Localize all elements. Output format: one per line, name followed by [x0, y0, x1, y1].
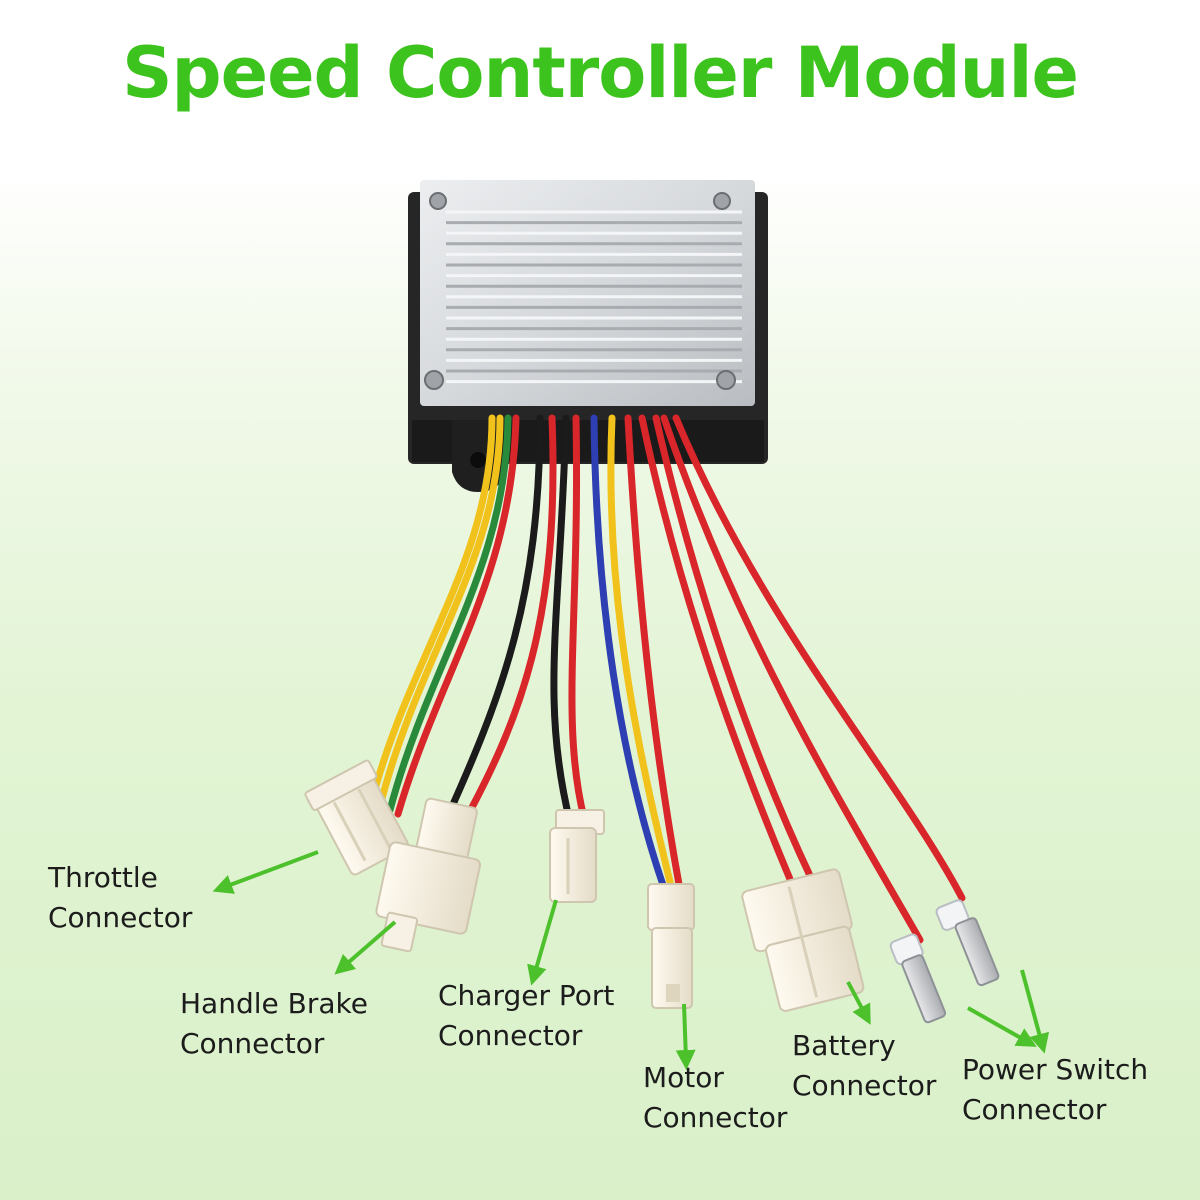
arrow-power-switch-left	[967, 1006, 1037, 1047]
wire-red	[394, 414, 520, 818]
controller-module	[408, 180, 768, 492]
wire-black	[550, 414, 574, 826]
wire-green	[386, 414, 512, 814]
wire-yellow	[368, 414, 496, 804]
wire-red	[458, 414, 557, 830]
arrow-handle-brake	[334, 920, 397, 975]
arrow-charger-port	[527, 899, 558, 986]
battery-connector-plug	[741, 868, 865, 1012]
arrow-motor	[675, 1003, 696, 1070]
page-title: Speed Controller Module	[122, 32, 1079, 114]
wire-blue	[590, 414, 668, 892]
power-switch-terminal-left	[889, 933, 947, 1024]
mounting-hole	[470, 452, 486, 468]
callout-arrows	[212, 850, 1050, 1070]
heatsink-fins	[446, 210, 742, 384]
wire-red	[672, 414, 966, 902]
wire-red	[638, 414, 796, 888]
wire-harness	[368, 414, 966, 944]
handle-brake-connector-plug	[375, 797, 481, 953]
wire-yellow	[376, 414, 504, 810]
power-switch-terminal-right	[935, 899, 1000, 987]
wire-red	[568, 414, 588, 822]
charger-port-connector-plug	[549, 809, 605, 903]
wire-red	[660, 414, 924, 944]
arrow-battery	[846, 981, 871, 1025]
screw-icon	[713, 192, 731, 210]
screw-icon	[429, 192, 447, 210]
arrow-power-switch-right	[1020, 969, 1050, 1054]
wire-red	[624, 414, 684, 894]
screw-icon	[716, 370, 736, 390]
arrow-throttle	[212, 850, 319, 894]
wire-red	[652, 414, 816, 884]
motor-connector-plug	[647, 883, 695, 1009]
wire-black	[442, 414, 544, 824]
throttle-connector-plug	[304, 759, 409, 876]
screw-icon	[424, 370, 444, 390]
wire-yellow	[607, 414, 676, 894]
